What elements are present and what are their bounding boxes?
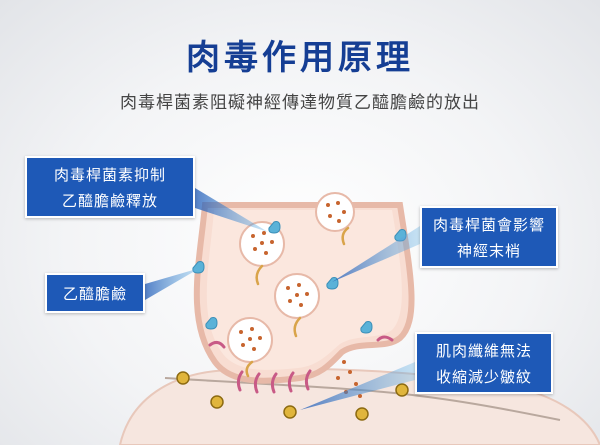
toxin-droplet [360, 321, 373, 334]
muscle-fiber-line [164, 377, 561, 421]
callout-nerve-ending-line2: 神經末梢 [456, 242, 521, 260]
receptor [270, 372, 278, 394]
callout-nerve-ending: 肉毒桿菌會影響 神經末梢 [420, 206, 558, 268]
page-subtitle: 肉毒桿菌素阻礙神經傳達物質乙醯膽鹼的放出 [120, 93, 480, 113]
callout-pointer-nerve [332, 226, 420, 282]
receptor [287, 371, 295, 393]
released-acetylcholine [336, 360, 362, 398]
vesicle [227, 317, 273, 363]
callout-muscle-line1: 肌肉纖維無法 [435, 342, 532, 360]
receptor [208, 340, 226, 349]
page-title: 肉毒作用原理 [186, 38, 414, 78]
receptor [236, 370, 244, 392]
toxin-droplets [192, 221, 407, 334]
vesicles [227, 192, 355, 363]
receptors [208, 335, 394, 394]
receptor [376, 335, 394, 342]
toxin-hook [245, 360, 254, 378]
toxin-hook [341, 226, 350, 246]
toxin-droplet [268, 221, 281, 234]
receptor [304, 369, 312, 391]
muscle-node [176, 371, 190, 385]
toxin-droplet [192, 261, 205, 274]
callout-acetylcholine: 乙醯膽鹼 [45, 273, 145, 313]
toxin-hook [293, 316, 302, 338]
muscle-node [210, 395, 224, 409]
callout-pointer-muscle [300, 362, 415, 410]
muscle-node [283, 405, 297, 419]
callout-pointer-acetylcholine [145, 268, 200, 300]
toxin-hook [255, 264, 264, 286]
callout-nerve-ending-line1: 肉毒桿菌會影響 [432, 216, 545, 234]
callout-toxin-inhibit-line2: 乙醯膽鹼釋放 [61, 192, 158, 210]
callout-toxin-inhibit-line1: 肉毒桿菌素抑制 [53, 166, 166, 184]
vesicle [315, 192, 355, 232]
callout-muscle-line2: 收縮減少皺紋 [435, 368, 532, 386]
callout-acetylcholine-label: 乙醯膽鹼 [62, 285, 127, 303]
toxin-hooks [245, 226, 350, 378]
muscle-node [395, 383, 409, 397]
muscle-nodes [176, 371, 409, 421]
callout-muscle: 肌肉纖維無法 收縮減少皺紋 [415, 332, 553, 394]
callout-pointer-toxin [195, 188, 268, 232]
vesicle [274, 273, 320, 319]
muscle-node [355, 407, 369, 421]
callout-toxin-inhibit: 肉毒桿菌素抑制 乙醯膽鹼釋放 [25, 156, 195, 218]
receptor [253, 372, 261, 394]
toxin-droplet [205, 317, 218, 330]
